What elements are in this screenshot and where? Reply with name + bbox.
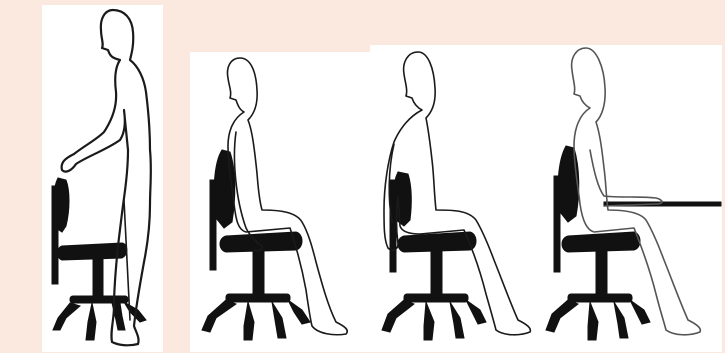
seated-figure-1	[202, 58, 347, 340]
seated-figure-2	[382, 52, 530, 340]
chair-4	[546, 146, 650, 340]
seated-figure-3	[546, 48, 721, 340]
chair-2	[202, 150, 310, 340]
standing-figure	[52, 10, 151, 345]
chair-1	[52, 178, 146, 340]
